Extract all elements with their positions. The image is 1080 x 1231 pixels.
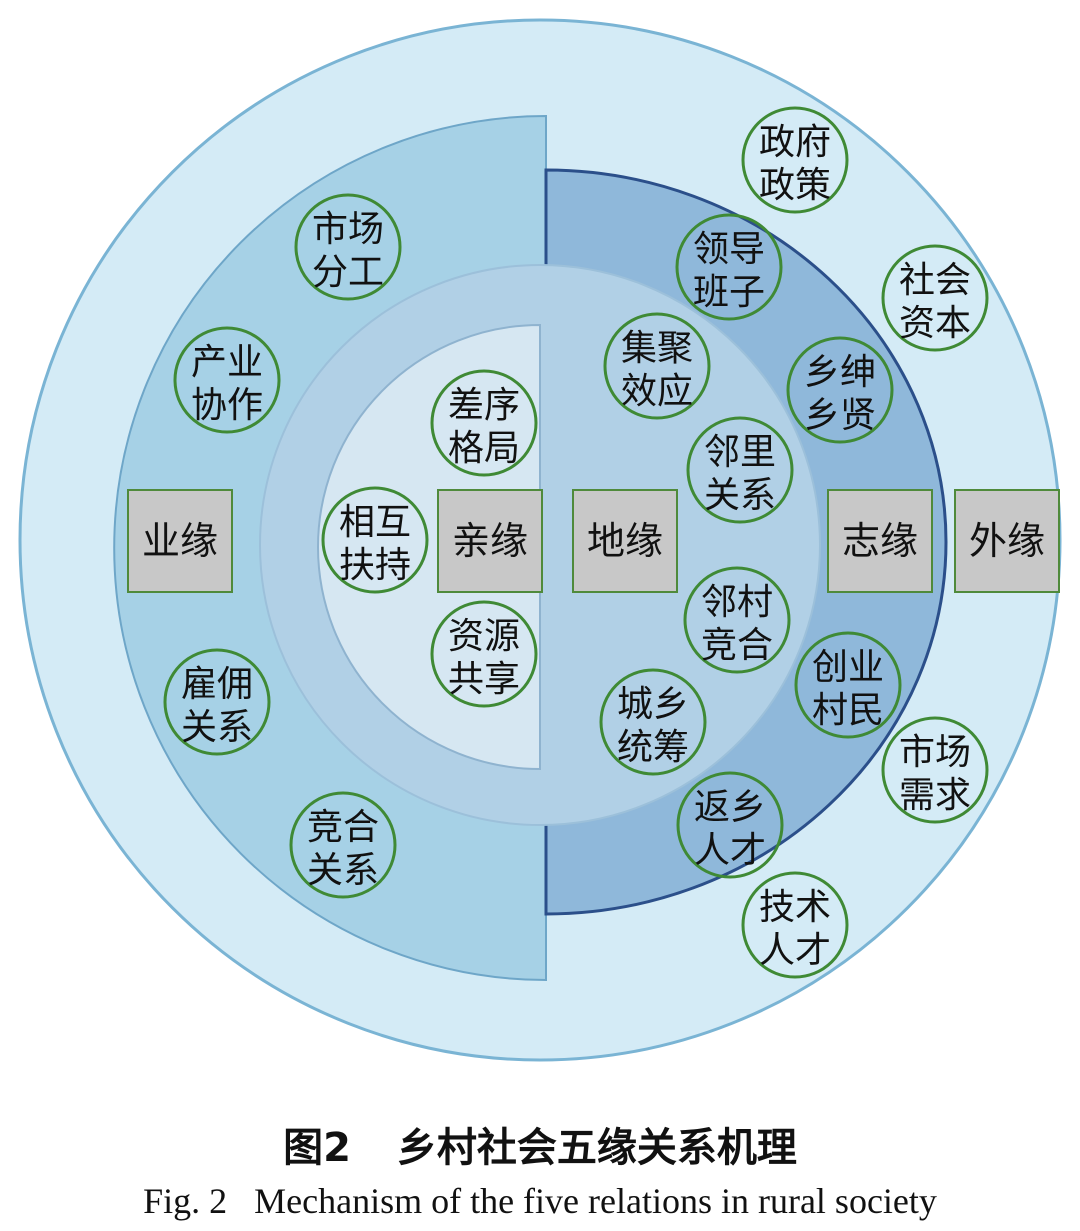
factor-bubble-line2: 共享 — [448, 659, 520, 700]
factor-bubble-circle — [675, 213, 783, 321]
figure-number: 图2 — [283, 1125, 351, 1171]
factor-bubble-line2: 政策 — [759, 165, 831, 206]
factor-bubble-circle — [599, 668, 707, 776]
factor-bubble-line1: 产业 — [191, 342, 263, 383]
factor-bubble-line2: 需求 — [899, 775, 971, 816]
factor-bubble-circle — [741, 106, 849, 214]
figure-caption-english: Fig. 2 Mechanism of the five relations i… — [143, 1181, 937, 1221]
factor-bubble-line1: 乡绅 — [804, 352, 876, 393]
factor-bubble-line1: 雇佣 — [181, 664, 253, 705]
factor-bubble-line1: 城乡 — [617, 684, 689, 725]
factor-bubble-line2: 协作 — [191, 385, 263, 426]
figure-caption-chinese: 图2 乡村社会五缘关系机理 — [0, 1115, 1080, 1173]
factor-bubble-line2: 班子 — [693, 272, 765, 313]
factor-bubble-circle — [741, 871, 849, 979]
factor-bubble-line1: 返乡 — [694, 787, 766, 828]
factor-bubble-line2: 乡贤 — [804, 395, 876, 436]
relation-box-label: 志缘 — [842, 519, 918, 563]
factor-bubble-line1: 竞合 — [307, 807, 379, 848]
factor-bubble-line1: 市场 — [899, 732, 971, 773]
factor-bubble-circle — [881, 244, 989, 352]
factor-bubble-line1: 邻村 — [701, 582, 773, 623]
factor-bubble-line1: 相互 — [339, 502, 411, 543]
factor-bubble-line1: 差序 — [448, 385, 520, 426]
relation-box-diyuan: 地缘 — [572, 489, 678, 593]
factor-bubble-line1: 创业 — [812, 647, 884, 688]
relation-box-qinyuan: 亲缘 — [437, 489, 543, 593]
factor-bubble-circle — [430, 369, 538, 477]
relation-box-rect — [954, 489, 1060, 593]
relation-box-label: 亲缘 — [452, 519, 528, 563]
factor-bubble-circle — [321, 486, 429, 594]
factor-bubble-line1: 社会 — [899, 260, 971, 301]
relation-box-label: 地缘 — [587, 519, 663, 563]
factor-bubble-circle — [676, 771, 784, 879]
factor-bubble-line2: 村民 — [812, 690, 884, 731]
factor-bubble-circle — [686, 416, 794, 524]
factor-bubble-line1: 资源 — [448, 616, 520, 657]
relation-box-rect — [572, 489, 678, 593]
factor-bubble-line2: 分工 — [312, 252, 384, 293]
relation-box-label: 外缘 — [969, 519, 1045, 563]
five-relations-diagram: 业缘亲缘地缘志缘外缘 政府政策市场分工领导班子社会资本集聚效应产业协作乡绅乡贤差… — [18, 18, 1062, 1062]
factor-bubble-line2: 关系 — [181, 707, 253, 748]
relation-box-rect — [437, 489, 543, 593]
factor-bubble-circle — [173, 326, 281, 434]
factor-bubble-line2: 效应 — [621, 371, 693, 412]
relation-box-yeyuan: 业缘 — [127, 489, 233, 593]
relation-box-zhiyuan: 志缘 — [827, 489, 933, 593]
factor-bubble-circle — [294, 193, 402, 301]
inner-half-ring — [317, 323, 541, 771]
factor-bubble-line2: 关系 — [307, 850, 379, 891]
factor-bubble-line2: 人才 — [694, 830, 766, 871]
factor-bubble-circle — [603, 312, 711, 420]
factor-bubble-line2: 统筹 — [617, 727, 689, 768]
factor-bubble-circle — [163, 648, 271, 756]
factor-bubble-line2: 资本 — [899, 303, 971, 344]
factor-bubble-line1: 集聚 — [621, 328, 693, 369]
factor-bubble-line2: 关系 — [704, 475, 776, 516]
factor-bubble-line1: 政府 — [759, 122, 831, 163]
factor-bubble-circle — [794, 631, 902, 739]
factor-bubble-line1: 技术 — [759, 887, 831, 928]
factor-bubble-line2: 竞合 — [701, 625, 773, 666]
factor-bubble-line2: 人才 — [759, 930, 831, 971]
figure-title-chinese: 乡村社会五缘关系机理 — [396, 1125, 797, 1171]
factor-bubble-line1: 市场 — [312, 209, 384, 250]
factor-bubble-line1: 领导 — [693, 229, 765, 270]
factor-bubble-circle — [881, 716, 989, 824]
relation-box-rect — [127, 489, 233, 593]
factor-bubble-line1: 邻里 — [704, 432, 776, 473]
factor-bubble-circle — [683, 566, 791, 674]
factor-bubble-line2: 格局 — [448, 428, 520, 469]
factor-bubble-circle — [786, 336, 894, 444]
factor-bubble-line2: 扶持 — [339, 545, 411, 586]
relation-box-label: 业缘 — [142, 519, 218, 563]
factor-bubble-circle — [289, 791, 397, 899]
relation-box-waiyuan: 外缘 — [954, 489, 1060, 593]
relation-box-rect — [827, 489, 933, 593]
factor-bubble-circle — [430, 600, 538, 708]
